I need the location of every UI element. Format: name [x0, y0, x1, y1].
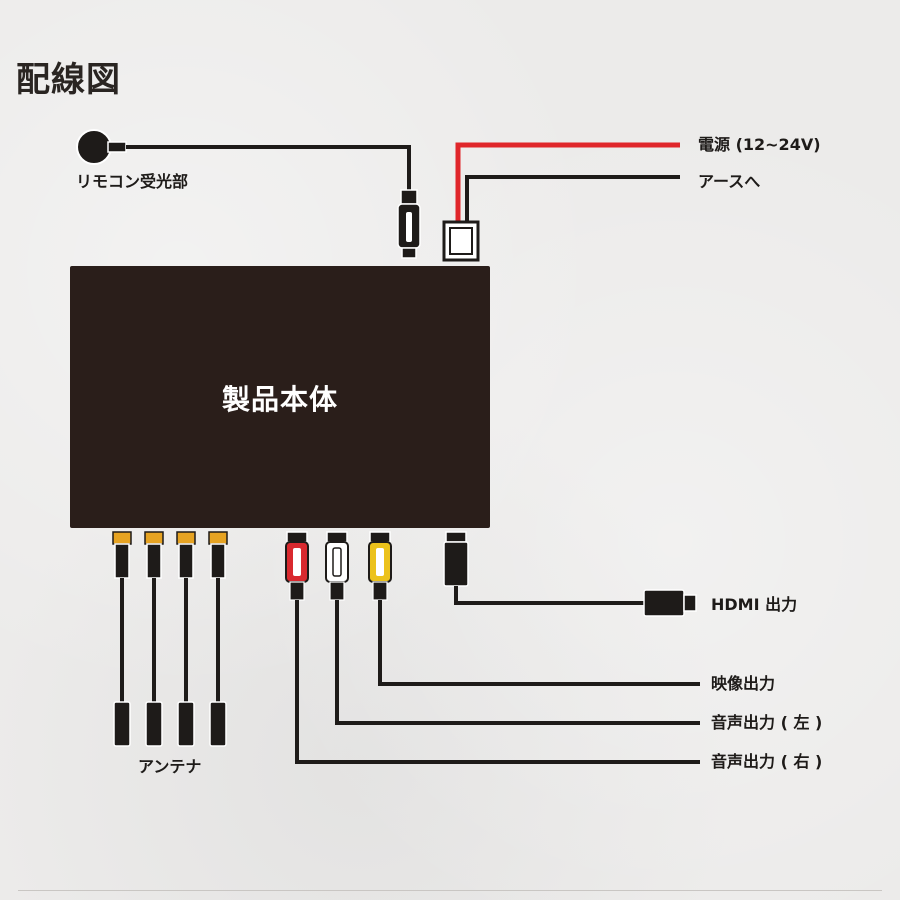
page-title: 配線図	[16, 60, 121, 100]
bottom-divider	[18, 890, 882, 891]
power-connector	[442, 142, 680, 262]
audio-left-label: 音声出力 ( 左 )	[711, 713, 823, 732]
ground-label: アースへ	[698, 172, 761, 191]
antenna-label: アンテナ	[138, 757, 202, 776]
antenna-cables	[112, 531, 228, 747]
antenna-cable-3	[176, 531, 196, 747]
remote-receiver-label: リモコン受光部	[76, 172, 189, 191]
audio-right-label: 音声出力 ( 右 )	[711, 752, 823, 771]
remote-receiver	[76, 129, 421, 259]
rca-yellow-connector	[368, 531, 700, 686]
product-body: 製品本体	[70, 266, 490, 528]
hdmi-cable	[443, 531, 697, 617]
antenna-cable-1	[112, 531, 132, 747]
power-label: 電源 (12~24V)	[698, 135, 821, 154]
antenna-cable-2	[144, 531, 164, 747]
rca-white-connector	[325, 531, 700, 725]
rca-red-connector	[285, 531, 700, 764]
antenna-cable-4	[208, 531, 228, 747]
product-label: 製品本体	[221, 383, 338, 416]
video-output-label: 映像出力	[711, 674, 776, 693]
hdmi-output-label: HDMI 出力	[711, 595, 798, 614]
